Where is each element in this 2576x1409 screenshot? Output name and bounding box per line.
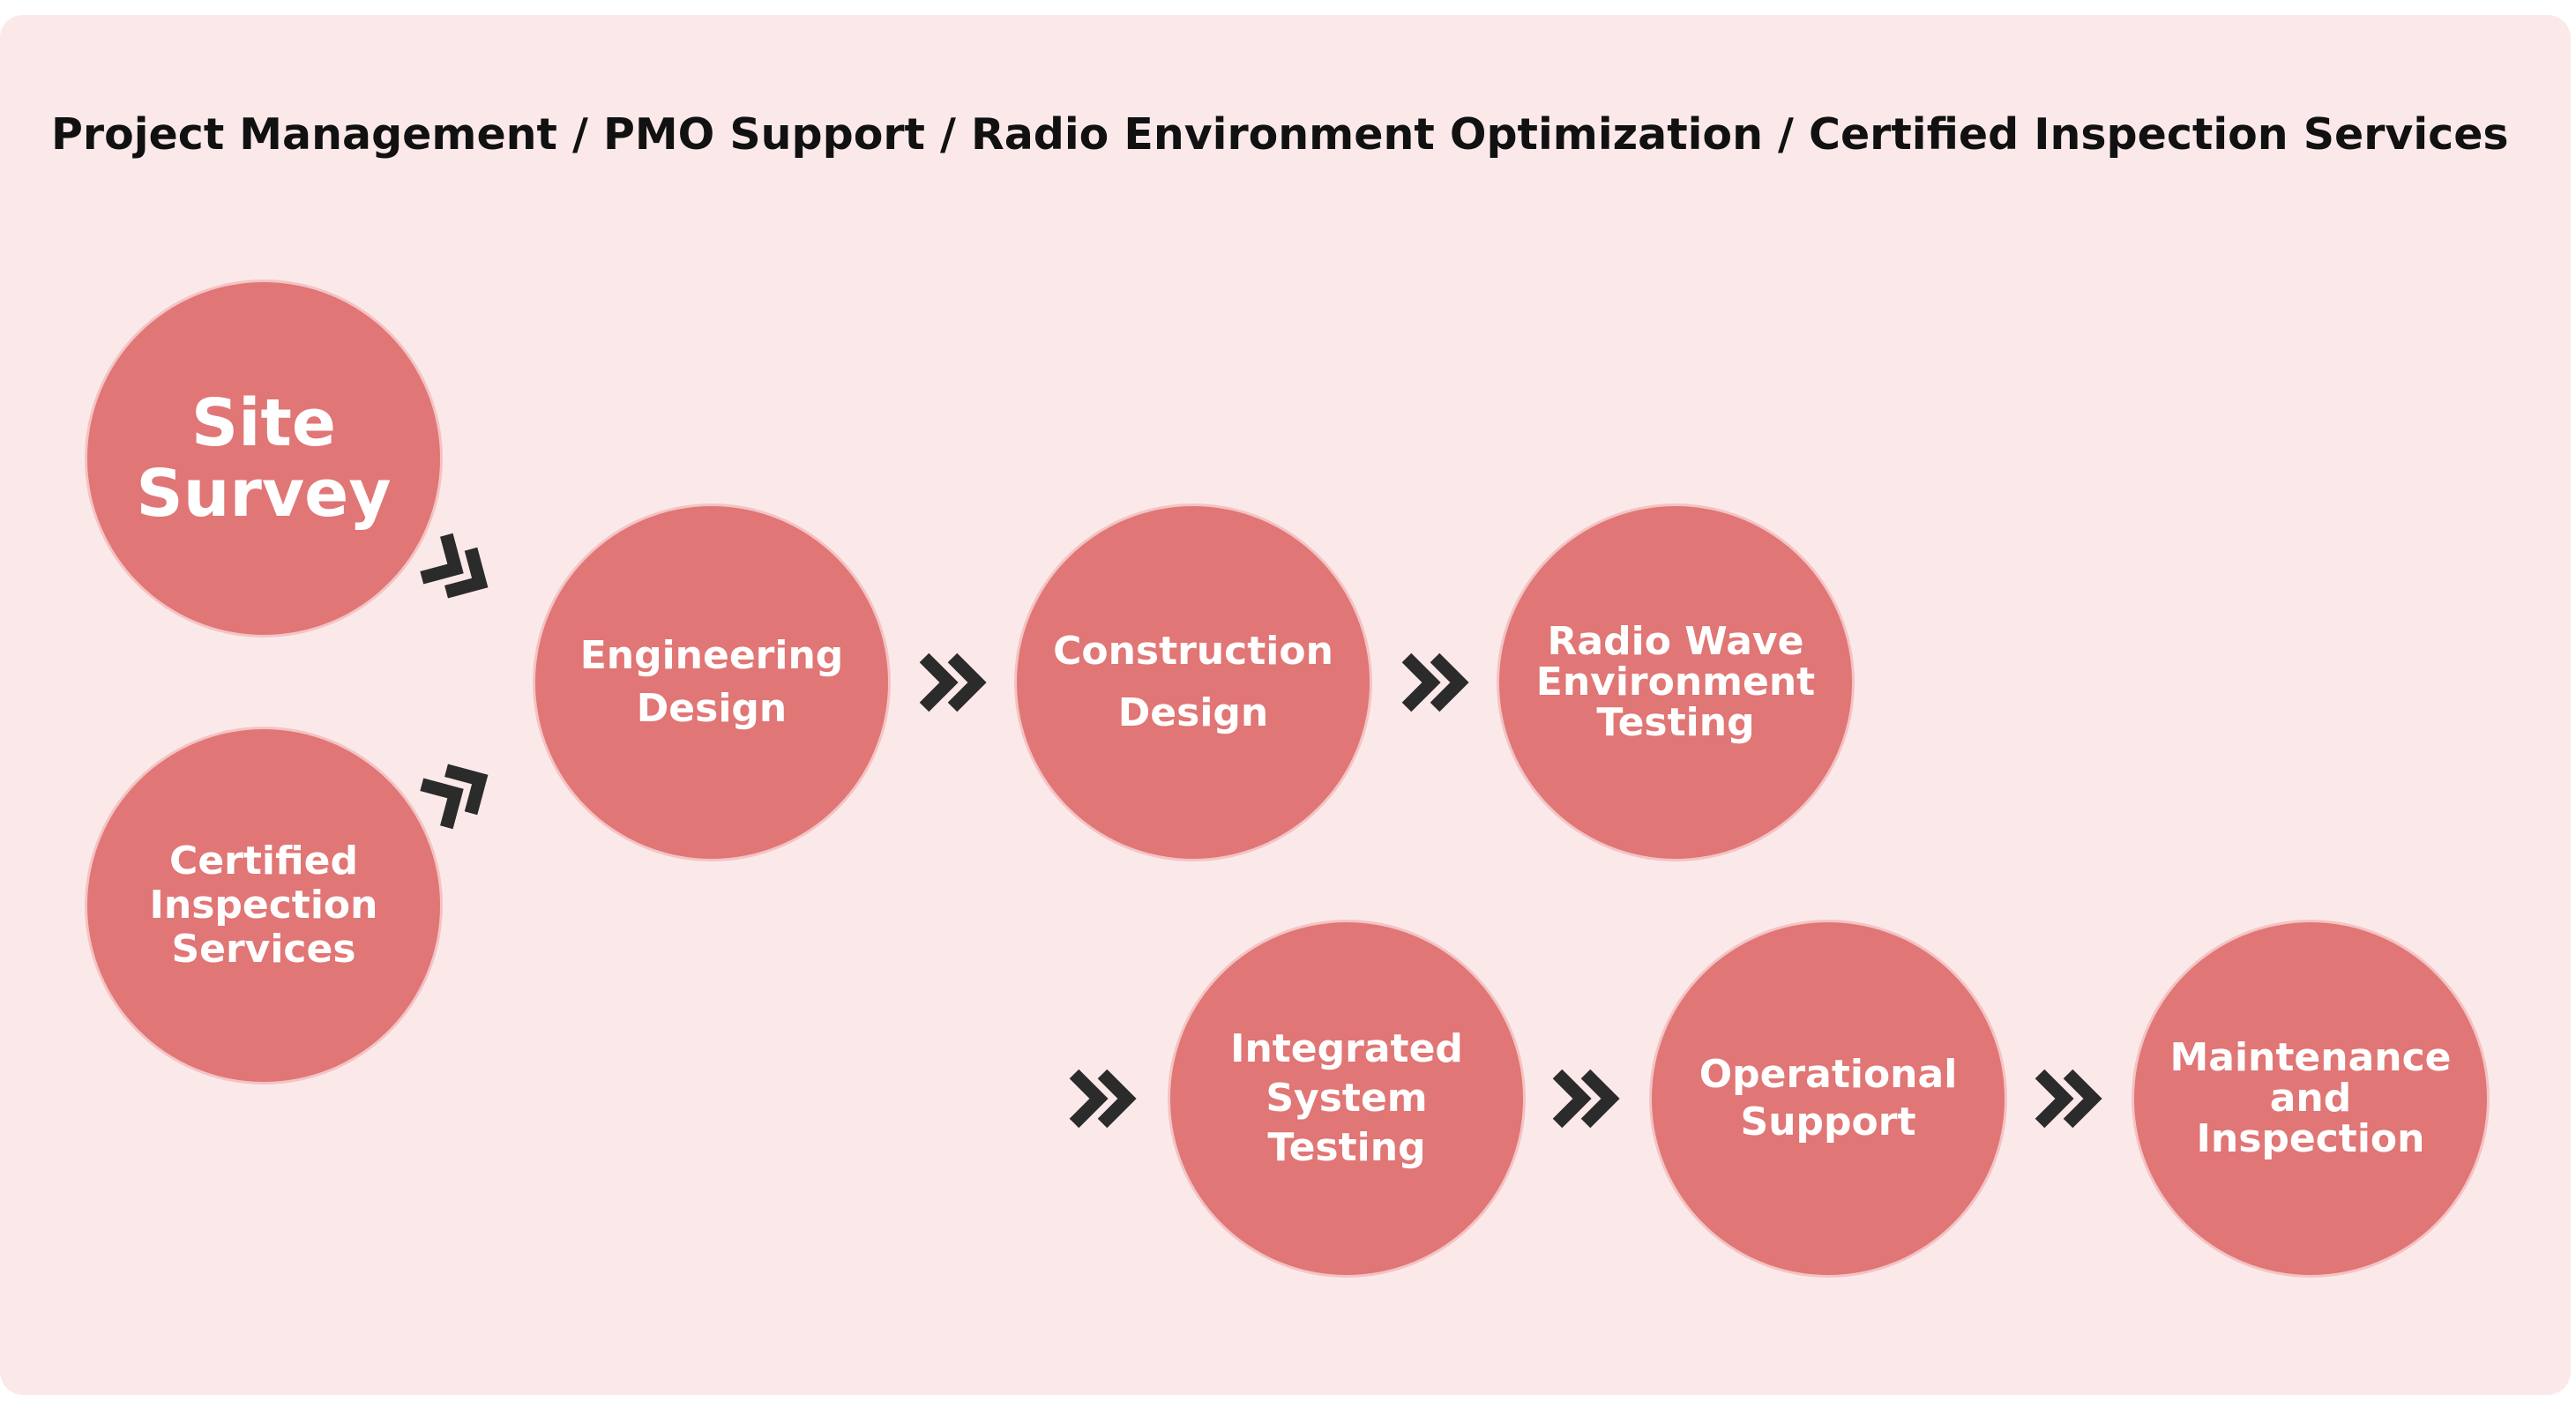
node-certified-inspection-services: Certified Inspection Services <box>87 729 440 1082</box>
node-certified-inspection-services-label: Certified Inspection Services <box>149 839 378 972</box>
node-construction-design-label: Construction Design <box>1053 629 1333 735</box>
node-construction-design: Construction Design <box>1017 506 1370 859</box>
node-maintenance-and-inspection: Maintenance and Inspection <box>2134 922 2487 1275</box>
double-chevron-right-icon <box>2035 1069 2102 1129</box>
node-engineering-design: Engineering Design <box>535 506 888 859</box>
node-radio-wave-environment-testing-label: Radio Wave Environment Testing <box>1535 619 1816 745</box>
double-chevron-right-icon <box>1552 1069 1620 1129</box>
node-site-survey: Site Survey <box>87 282 440 635</box>
double-chevron-right-icon <box>420 533 489 599</box>
node-operational-support-label: Operational Support <box>1699 1052 1958 1144</box>
double-chevron-right-icon <box>1401 652 1469 712</box>
double-chevron-right-icon <box>1069 1069 1137 1129</box>
node-maintenance-and-inspection-label: Maintenance and Inspection <box>2169 1035 2452 1161</box>
node-engineering-design-label: Engineering Design <box>579 633 844 731</box>
node-radio-wave-environment-testing: Radio Wave Environment Testing <box>1499 506 1852 859</box>
node-integrated-system-testing: Integrated System Testing <box>1170 922 1523 1275</box>
double-chevron-right-icon <box>919 652 987 712</box>
double-chevron-right-icon <box>420 764 489 830</box>
diagram-title: Project Management / PMO Support / Radio… <box>51 109 2509 160</box>
node-operational-support: Operational Support <box>1652 922 2005 1275</box>
node-integrated-system-testing-label: Integrated System Testing <box>1230 1026 1463 1170</box>
node-site-survey-label: Site Survey <box>136 385 392 532</box>
